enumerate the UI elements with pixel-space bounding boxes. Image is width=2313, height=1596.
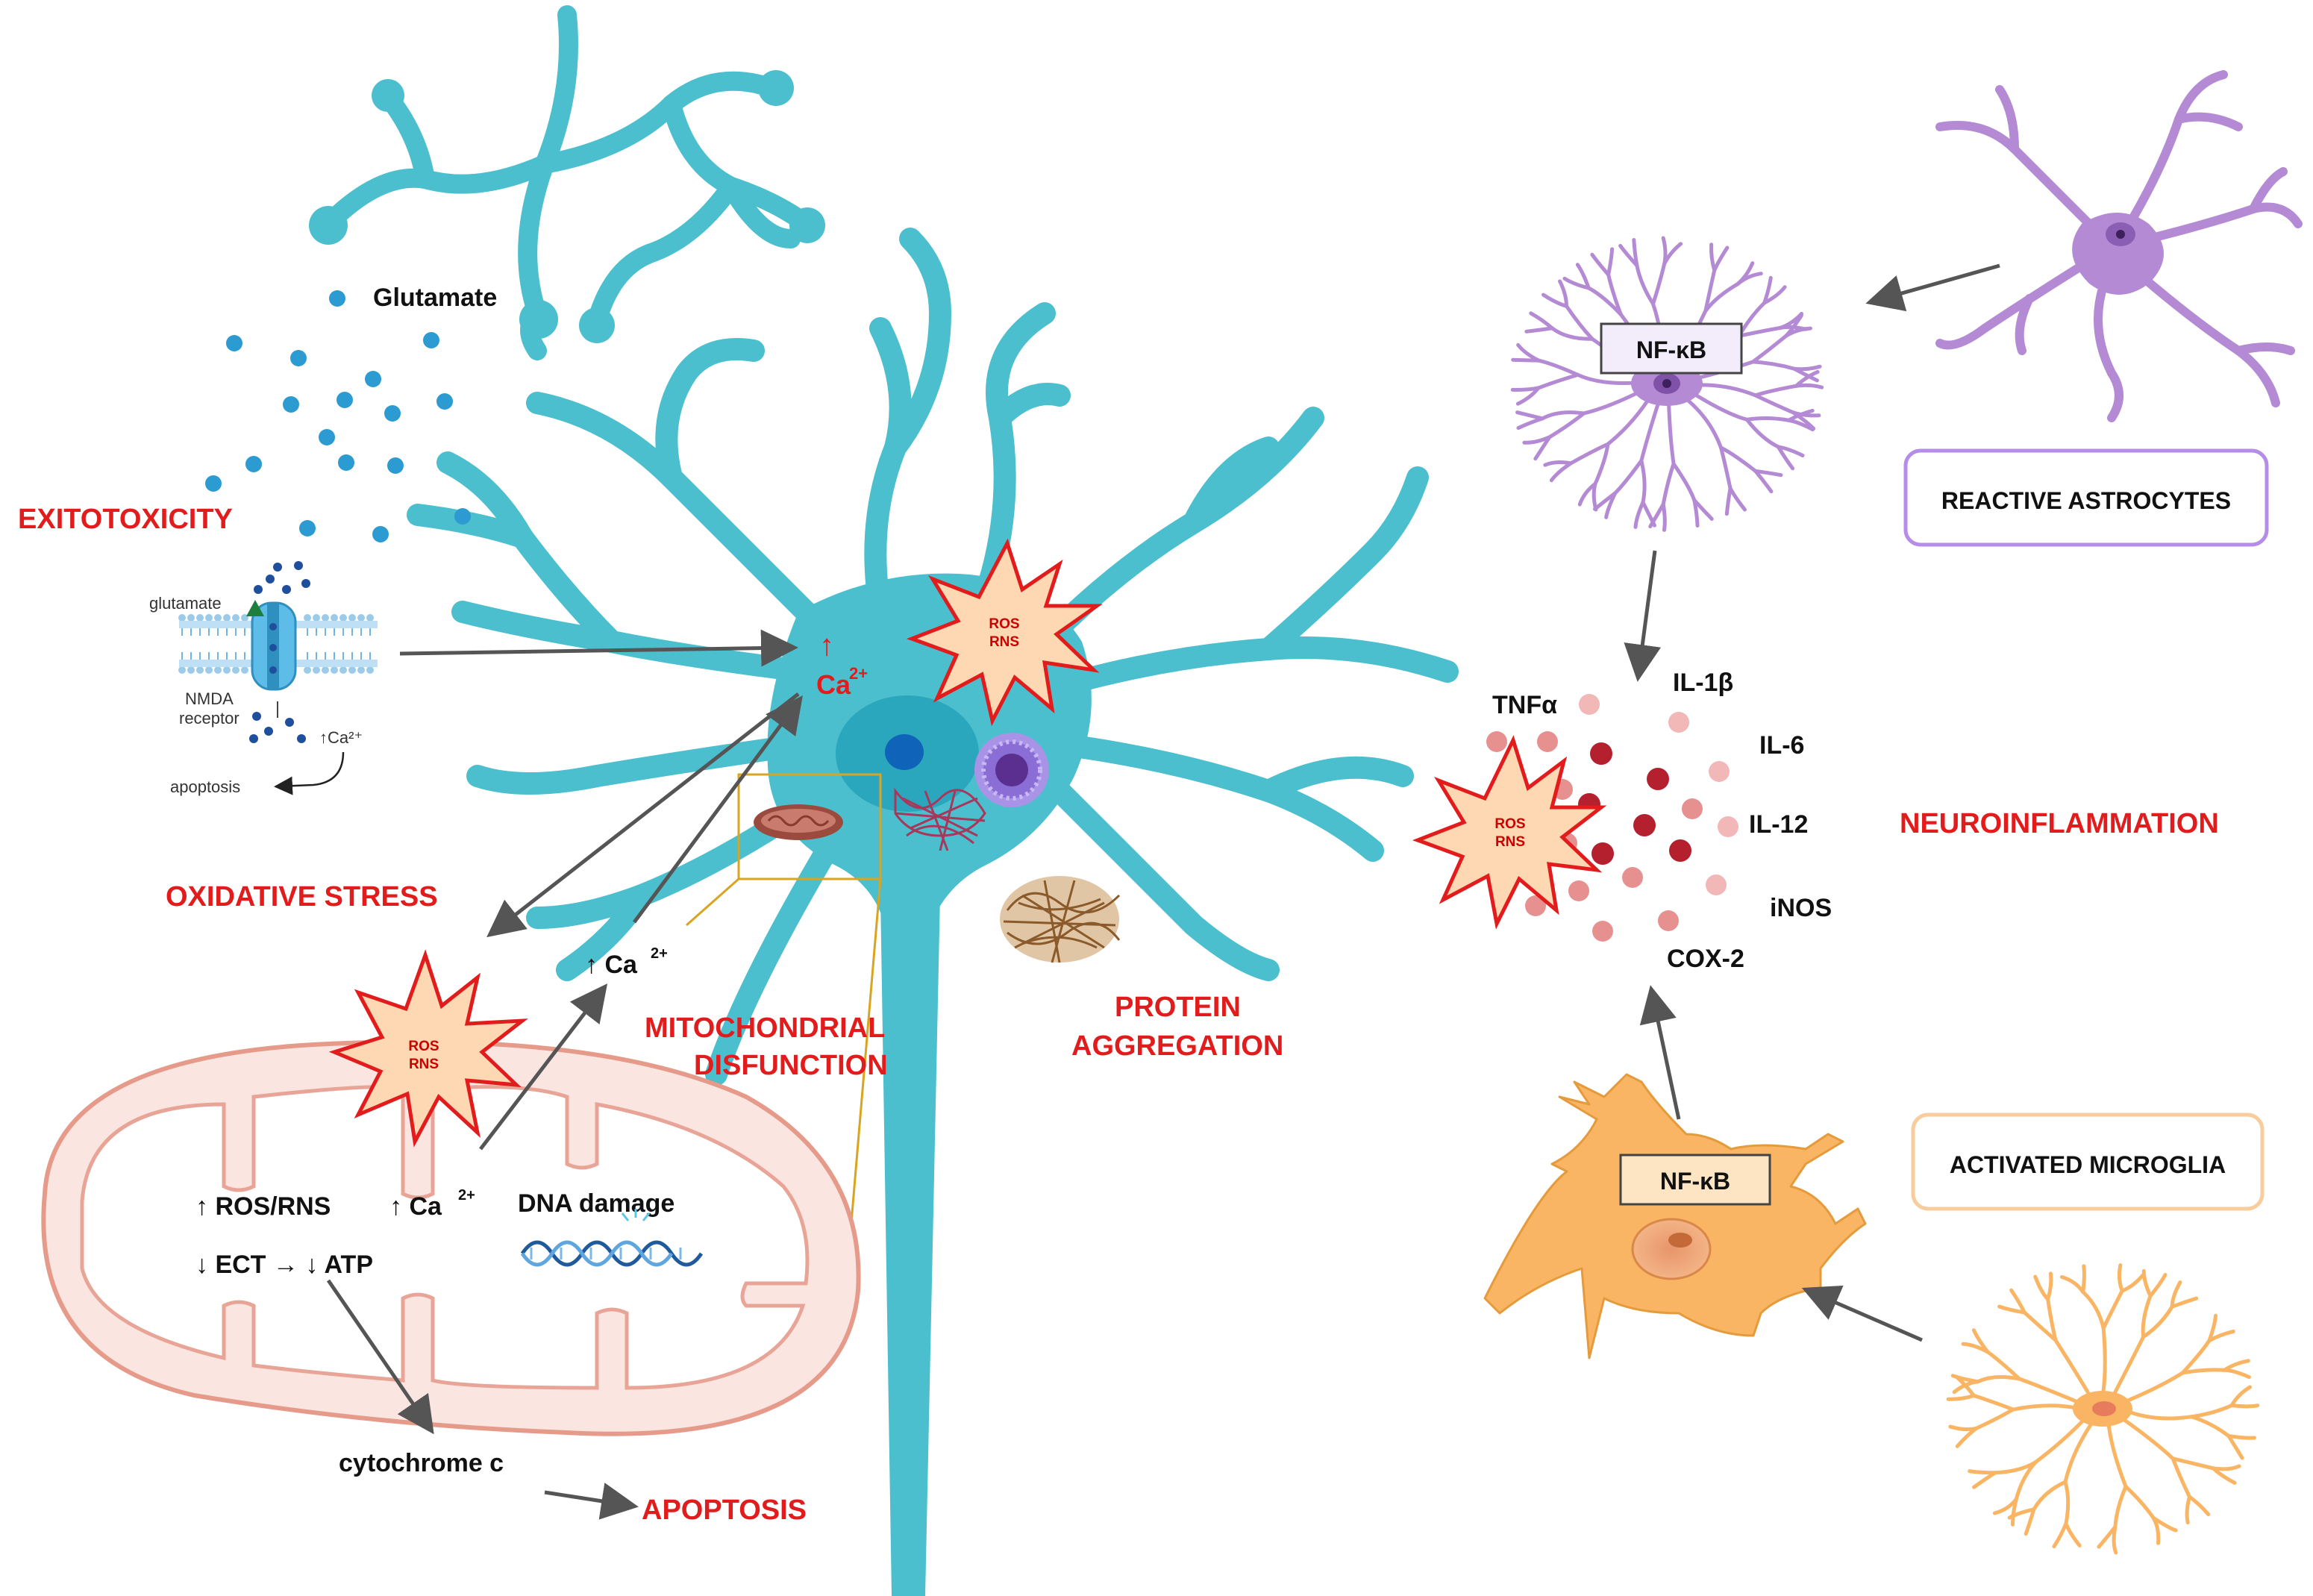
ros-rns-burst-inflammation: ROS RNS bbox=[1412, 735, 1607, 930]
arrow-microglia-to-cytokines bbox=[1639, 985, 1681, 1120]
zoom-box bbox=[686, 773, 882, 1232]
glutamate-label: Glutamate bbox=[373, 284, 497, 312]
soma bbox=[767, 573, 1092, 1596]
dna-damage-label: DNA damage bbox=[518, 1189, 675, 1218]
protein-aggregation-label-2: AGGREGATION bbox=[1071, 1030, 1283, 1062]
nmda-receptor-inset: glutamate NMDA receptor ↑Ca²⁺ apoptosis bbox=[149, 561, 378, 796]
tnfa-label: TNFα bbox=[1492, 691, 1557, 719]
mitochondrion-small-icon bbox=[754, 804, 843, 840]
apoptosis-label: APOPTOSIS bbox=[642, 1495, 807, 1526]
rns-text-mito: RNS bbox=[409, 1057, 439, 1072]
arrow-mito-ca-to-soma bbox=[632, 695, 803, 924]
glutamate-molecules bbox=[205, 290, 471, 542]
inos-label: iNOS bbox=[1770, 894, 1832, 922]
mitochondrion-large bbox=[41, 1039, 861, 1436]
arrow-microglia-activation bbox=[1801, 1285, 1923, 1342]
microglia-activated bbox=[1483, 1073, 1867, 1359]
protein-aggregation-label-1: PROTEIN bbox=[1115, 992, 1241, 1023]
mid-ca-label: ↑ Ca bbox=[585, 951, 638, 979]
ros-text-mito: ROS bbox=[408, 1039, 439, 1054]
soma-ca-label: Ca bbox=[816, 669, 851, 700]
mito-ca-label: ↑ Ca bbox=[389, 1192, 442, 1221]
neuron bbox=[309, 5, 1459, 1596]
nucleus bbox=[836, 695, 979, 812]
activated-microglia-label: ACTIVATED MICROGLIA bbox=[1950, 1151, 2226, 1178]
oxidative-stress-label: OXIDATIVE STRESS bbox=[166, 881, 438, 913]
nfkb-micro-label: NF-κB bbox=[1660, 1168, 1730, 1195]
nmda-glutamate-label: glutamate bbox=[149, 594, 222, 613]
soma-ca-arrow: ↑ bbox=[819, 629, 834, 662]
arrow-soma-to-oxidative bbox=[486, 692, 800, 938]
ros-rns-burst-soma: ROS RNS bbox=[906, 538, 1103, 727]
reactive-astrocytes-box: REACTIVE ASTROCYTES bbox=[1903, 448, 2269, 547]
dna-icon bbox=[520, 1209, 704, 1267]
microglia-resting bbox=[1946, 1263, 2260, 1555]
il12-label: IL-12 bbox=[1749, 810, 1808, 839]
il1b-label: IL-1β bbox=[1673, 669, 1733, 697]
nfkb-astro-label: NF-κB bbox=[1636, 337, 1706, 363]
ros-text-inflam: ROS bbox=[1494, 816, 1525, 832]
dendrites bbox=[407, 228, 1459, 1086]
activated-microglia-box: ACTIVATED MICROGLIA bbox=[1911, 1112, 2265, 1211]
nmda-apoptosis-label: apoptosis bbox=[170, 777, 240, 796]
arrow-atp-to-cytochrome bbox=[326, 1279, 434, 1435]
mito-dysfunction-label-2: DISFUNCTION bbox=[694, 1050, 888, 1081]
mito-dysfunction-label-1: MITOCHONDRIAL bbox=[645, 1013, 885, 1044]
mito-ros-rns-label: ↑ ROS/RNS bbox=[195, 1192, 331, 1221]
mid-ca-sup: 2+ bbox=[651, 945, 668, 962]
nmda-ca-label: ↑Ca²⁺ bbox=[319, 728, 363, 747]
reactive-astrocytes-label: REACTIVE ASTROCYTES bbox=[1941, 487, 2231, 514]
nfkb-astro-box: NF-κB bbox=[1600, 322, 1743, 375]
ros-text-soma: ROS bbox=[989, 616, 1019, 632]
glutamate-binding-icon bbox=[246, 600, 264, 616]
protein-tangle-small-icon bbox=[894, 787, 986, 851]
astrocyte-resting bbox=[1935, 70, 2303, 422]
mito-ect-atp-label: ↓ ECT → ↓ ATP bbox=[195, 1251, 373, 1279]
axon bbox=[880, 895, 940, 1596]
lysosome-icon bbox=[974, 733, 1049, 807]
arrow-astrocyte-activation bbox=[1865, 263, 2000, 312]
rns-text-soma: RNS bbox=[989, 634, 1019, 650]
arrow-mito-to-ca bbox=[479, 983, 608, 1151]
ros-rns-burst-mito: ROS RNS bbox=[328, 949, 528, 1148]
mito-ca-sup: 2+ bbox=[458, 1187, 475, 1204]
nmda-receptor-label-2: receptor bbox=[179, 709, 240, 727]
nmda-receptor-label-1: NMDA bbox=[185, 689, 234, 708]
protein-aggregate-icon bbox=[1000, 876, 1121, 963]
excitotoxicity-label: EXITOTOXICITY bbox=[18, 504, 233, 535]
cytochrome-c-label: cytochrome c bbox=[339, 1449, 504, 1477]
arrow-cytochrome-to-apoptosis bbox=[544, 1483, 639, 1520]
terminal-knobs bbox=[309, 70, 825, 343]
soma-ca-sup: 2+ bbox=[849, 664, 868, 683]
arrow-nmda-to-soma bbox=[399, 629, 798, 667]
il6-label: IL-6 bbox=[1759, 731, 1804, 760]
cox2-label: COX-2 bbox=[1667, 945, 1744, 973]
neuroinflammation-label: NEUROINFLAMMATION bbox=[1900, 808, 2219, 839]
arrow-astrocyte-to-cytokines bbox=[1624, 550, 1662, 682]
rns-text-inflam: RNS bbox=[1495, 834, 1525, 850]
nfkb-micro-box: NF-κB bbox=[1619, 1154, 1771, 1206]
